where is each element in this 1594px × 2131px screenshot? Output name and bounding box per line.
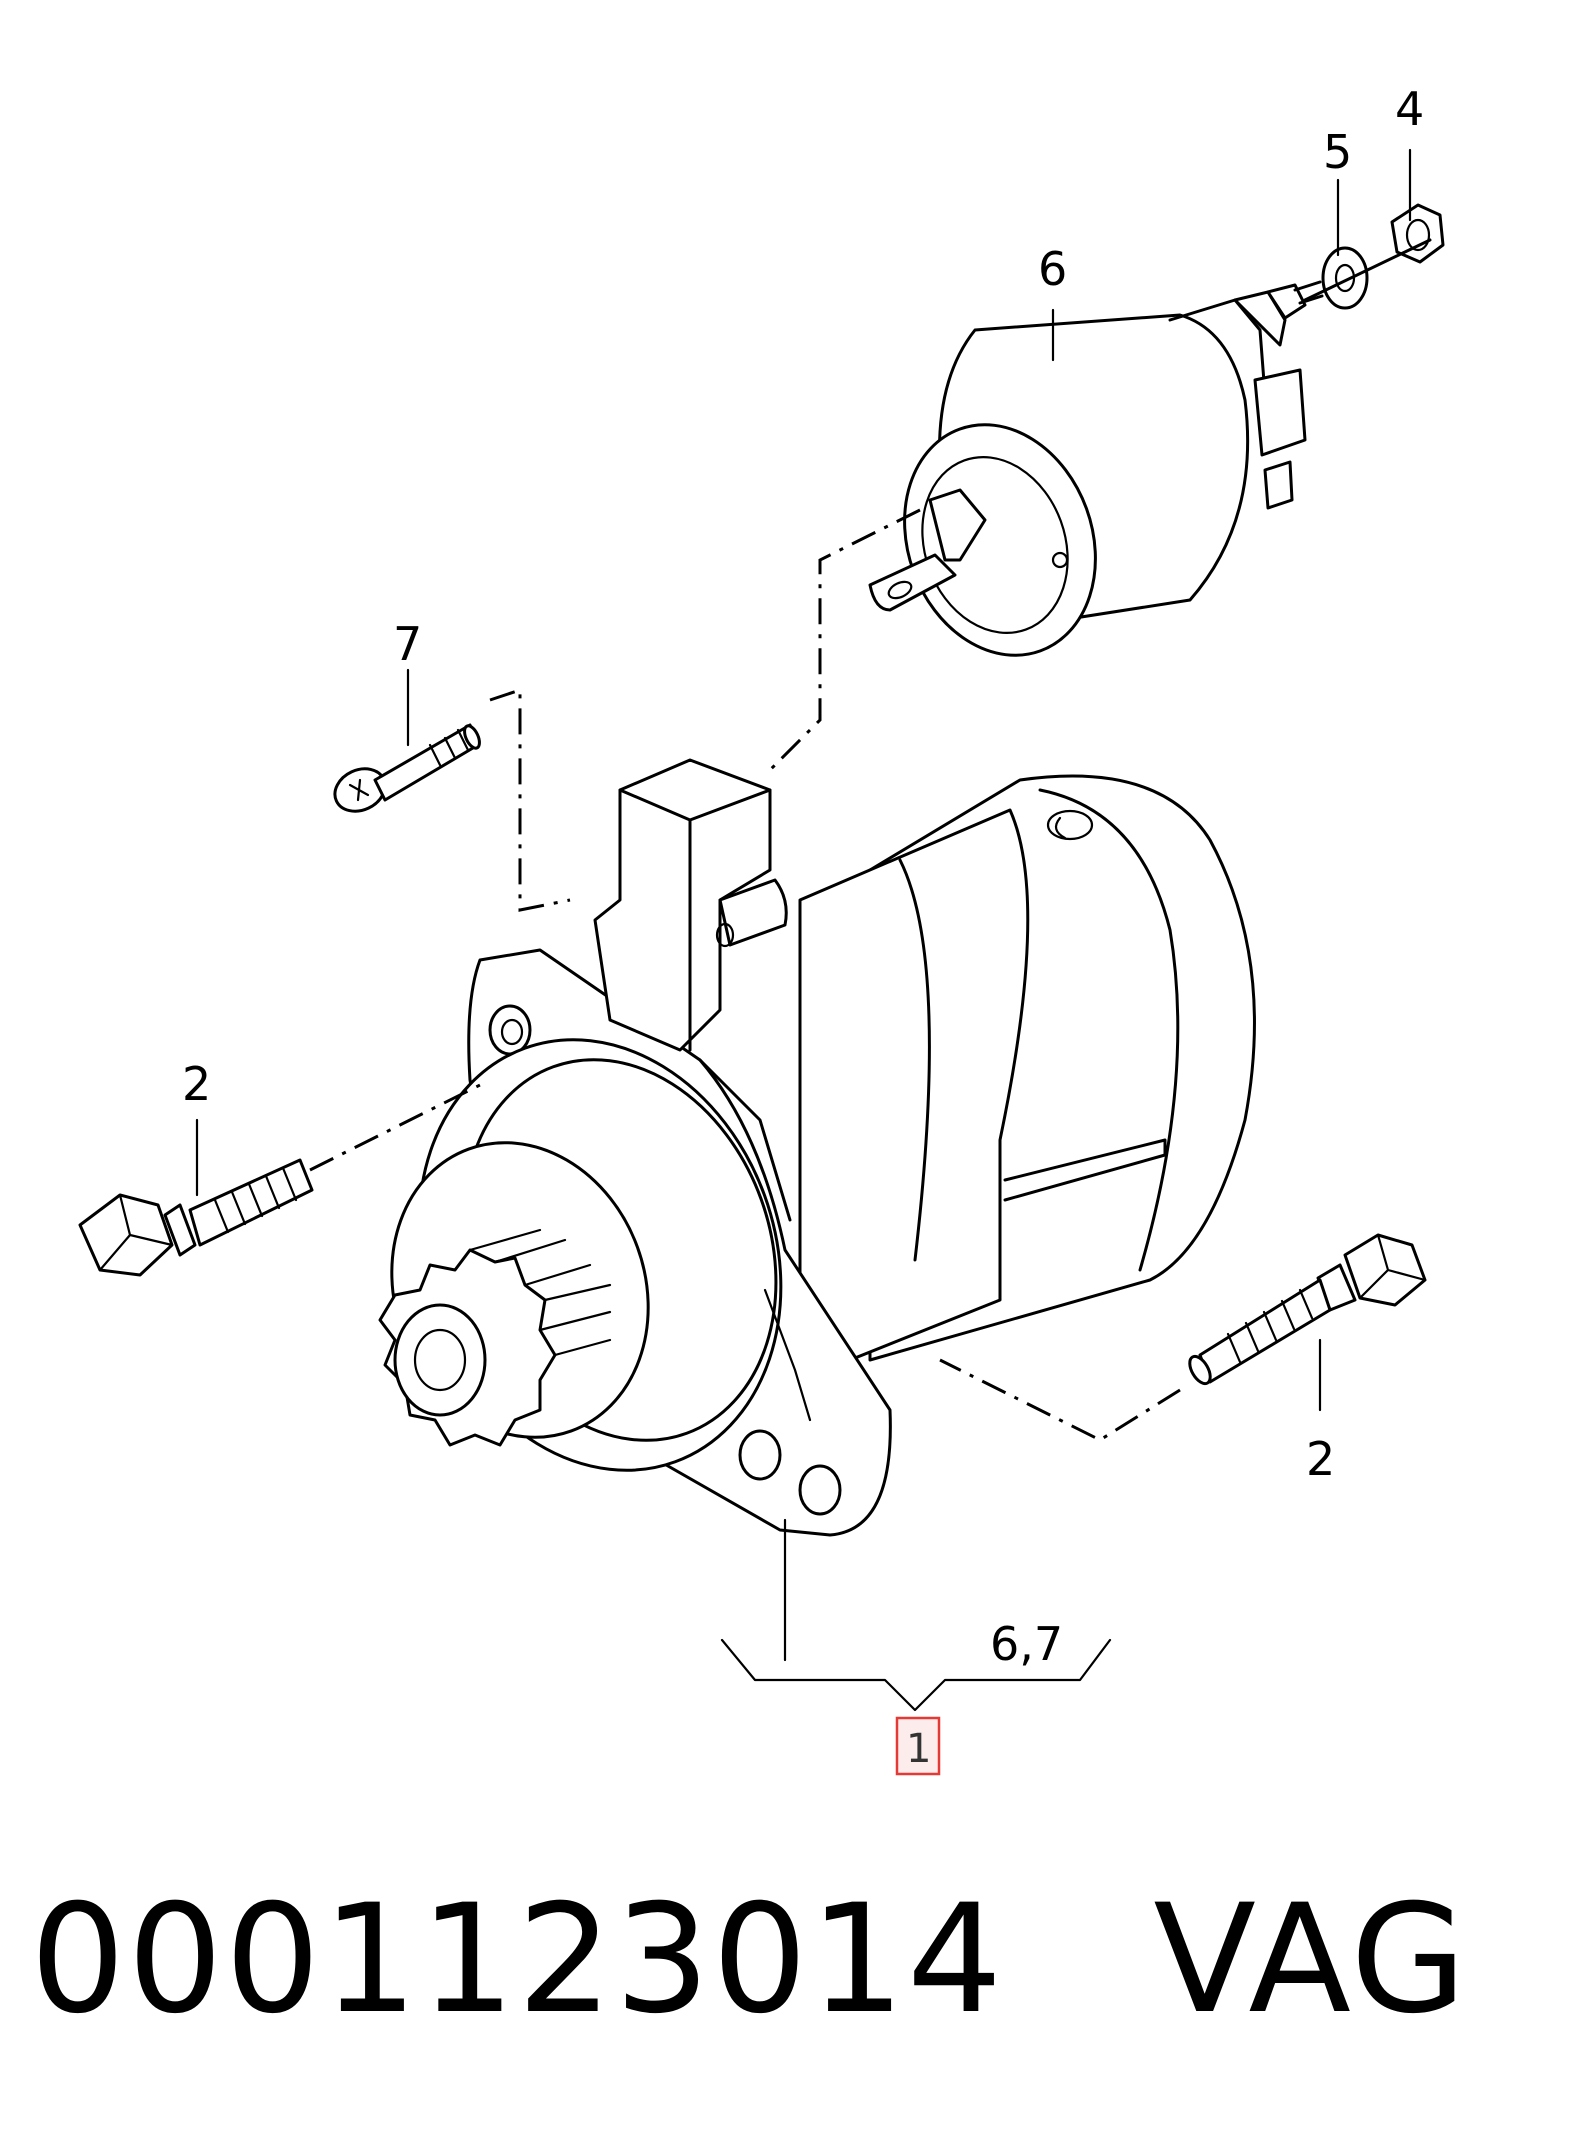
pinion-gear xyxy=(378,1228,612,1447)
callout-4: 4 xyxy=(1395,82,1424,136)
nut-part xyxy=(1390,203,1445,264)
starter-exploded-diagram: 4 5 6 7 2 2 6,7 1 xyxy=(78,82,1445,1776)
washer-part xyxy=(1321,246,1369,310)
screw-part xyxy=(333,723,481,813)
highlight-box-1 xyxy=(895,1716,941,1776)
starter-motor-part xyxy=(378,758,1256,1537)
callout-6-7: 6,7 xyxy=(990,1617,1063,1671)
bolt-right-part xyxy=(1188,1233,1427,1386)
solenoid-part xyxy=(868,280,1324,657)
callout-2-left: 2 xyxy=(182,1057,211,1111)
bolt-left-part xyxy=(78,1158,314,1277)
callout-2-right: 2 xyxy=(1306,1432,1335,1486)
callout-7: 7 xyxy=(393,617,422,671)
callout-1: 1 xyxy=(906,1726,931,1772)
callout-5: 5 xyxy=(1323,125,1352,179)
part-number-text: 0001123014 VAG xyxy=(30,1873,1469,2047)
callout-6: 6 xyxy=(1038,242,1067,296)
callout-lines xyxy=(195,148,1412,1712)
